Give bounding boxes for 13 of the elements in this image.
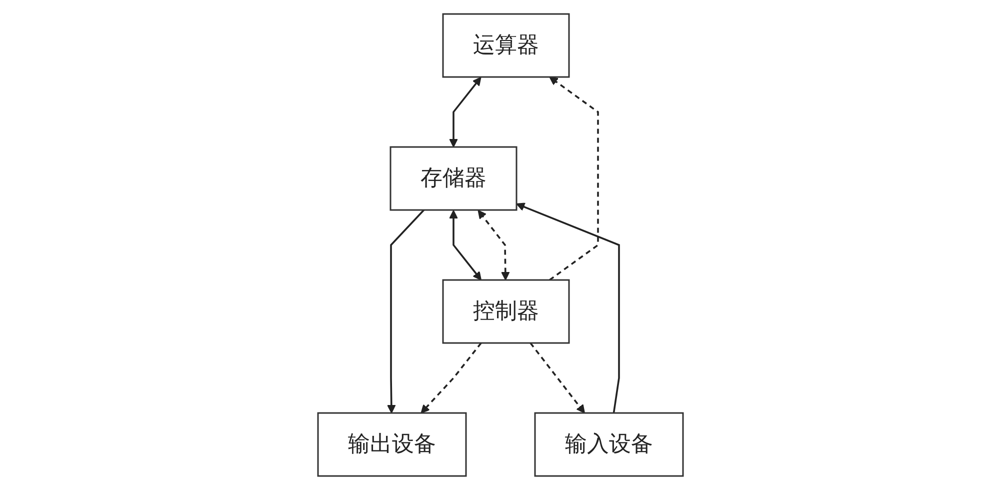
arrow (448, 76, 481, 148)
node-box: 存储器 (389, 146, 517, 211)
arrow (477, 210, 510, 280)
arrow (516, 202, 620, 414)
arrow (420, 342, 482, 414)
node-box: 输出设备 (316, 412, 466, 477)
node-box: 运算器 (442, 13, 570, 78)
arrow (448, 210, 482, 280)
arrow (386, 209, 424, 414)
arrow (548, 76, 598, 281)
node-box: 控制器 (442, 279, 570, 344)
node-box: 输入设备 (534, 412, 684, 477)
arrow (529, 342, 584, 414)
